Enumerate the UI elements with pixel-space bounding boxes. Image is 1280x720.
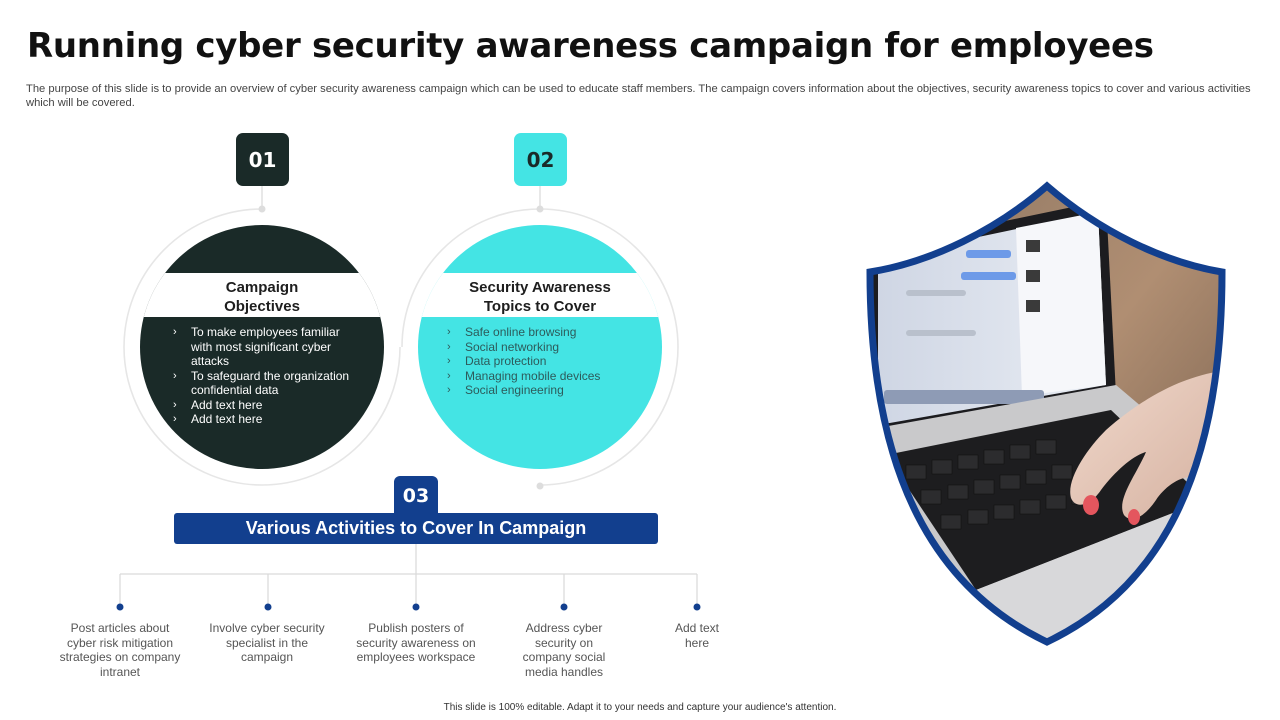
activity-dot: [116, 603, 124, 611]
circle-01: [140, 225, 384, 469]
chevron-right-icon: ›: [447, 384, 451, 396]
chevron-right-icon: ›: [447, 355, 451, 367]
activity-dot: [412, 603, 420, 611]
section-02-title-line1: Security Awareness: [469, 279, 611, 296]
section-01-title: Campaign Objectives: [162, 278, 362, 316]
ring-02: [539, 208, 679, 486]
section-01-list: ›To make employees familiar with most si…: [173, 325, 359, 427]
slide-title: Running cyber security awareness campaig…: [27, 26, 1154, 66]
activity-item: Add text here: [674, 621, 720, 650]
list-item: ›Managing mobile devices: [447, 368, 601, 383]
chevron-right-icon: ›: [173, 413, 177, 425]
activity-item: Involve cyber security specialist in the…: [209, 621, 325, 664]
list-item: ›Data protection: [447, 354, 547, 368]
section-01-title-line1: Campaign: [225, 279, 299, 296]
chevron-right-icon: ›: [173, 398, 177, 411]
section-02-list: ›Safe online browsing ›Social networking…: [447, 325, 637, 398]
connector-dot: [258, 205, 266, 213]
activities-title-bar: Various Activities to Cover In Campaign: [174, 513, 658, 544]
list-item: ›Add text here: [173, 412, 263, 426]
list-item: ›To make employees familiar with most si…: [173, 325, 340, 368]
laptop-typing-shield-photo: [866, 181, 1226, 646]
activity-item: Address cyber security on company social…: [522, 621, 606, 679]
badge-01: 01: [236, 133, 289, 186]
activity-item: Post articles about cyber risk mitigatio…: [59, 621, 181, 679]
badge-02: 02: [514, 133, 567, 186]
ring-02-left: [401, 208, 541, 348]
slide-description: The purpose of this slide is to provide …: [26, 83, 1251, 109]
chevron-right-icon: ›: [173, 326, 177, 338]
activity-item: Publish posters of security awareness on…: [356, 621, 476, 664]
ring-01: [123, 208, 401, 486]
activity-dot: [693, 603, 701, 611]
section-02-title-line2: Topics to Cover: [483, 298, 597, 315]
chevron-right-icon: ›: [447, 340, 451, 353]
chevron-right-icon: ›: [173, 369, 177, 382]
badge-03: 03: [394, 476, 438, 516]
slide-footer: This slide is 100% editable. Adapt it to…: [443, 702, 837, 713]
circle-02: [418, 225, 662, 469]
list-item: ›Social networking: [447, 339, 560, 354]
activity-dot: [264, 603, 272, 611]
section-01-title-line2: Objectives: [224, 298, 300, 315]
chevron-right-icon: ›: [447, 326, 451, 338]
list-item: ›Safe online browsing: [447, 325, 577, 339]
list-item: ›Social engineering: [447, 383, 564, 397]
list-item: ›Add text here: [173, 397, 263, 412]
activity-dot: [560, 603, 568, 611]
section-02-title: Security Awareness Topics to Cover: [430, 278, 650, 316]
list-item: ›To safeguard the organization confident…: [173, 368, 350, 398]
connector-dot: [536, 482, 544, 490]
connector-dot: [536, 205, 544, 213]
chevron-right-icon: ›: [447, 369, 451, 382]
